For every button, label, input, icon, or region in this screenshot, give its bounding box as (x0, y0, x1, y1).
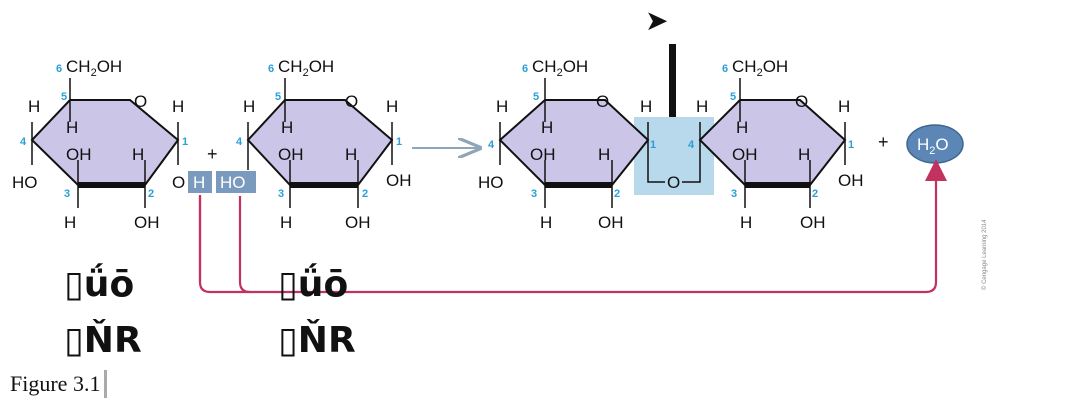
svg-text:3: 3 (64, 188, 70, 200)
svg-text:2: 2 (812, 188, 818, 200)
svg-text:O: O (134, 92, 147, 111)
svg-text:HO: HO (220, 173, 246, 192)
svg-text:H: H (132, 145, 144, 164)
svg-text:H: H (172, 97, 184, 116)
reactant-label-right-line2: ▯ŇR (278, 319, 356, 361)
svg-text:H: H (838, 97, 850, 116)
svg-text:OH: OH (66, 145, 92, 164)
top-arrow-glyph: ➤ (645, 4, 668, 37)
svg-text:CH2OH: CH2OH (532, 57, 588, 79)
svg-text:2: 2 (614, 188, 620, 200)
svg-text:H: H (193, 173, 205, 192)
svg-text:O: O (345, 92, 358, 111)
svg-text:H: H (64, 213, 76, 232)
svg-text:4: 4 (20, 136, 27, 148)
svg-text:5: 5 (730, 91, 736, 103)
glycosidic-bridge (647, 140, 665, 183)
plus-sign-2: + (878, 132, 889, 152)
reactant-label-right-line1: ▯ǘō (278, 263, 348, 305)
svg-text:6: 6 (522, 63, 528, 75)
svg-text:5: 5 (275, 91, 281, 103)
svg-text:4: 4 (236, 136, 243, 148)
svg-text:H: H (496, 97, 508, 116)
svg-text:H: H (243, 97, 255, 116)
plus-sign-1: + (207, 144, 218, 164)
svg-text:1: 1 (848, 139, 854, 151)
copyright-notice: © Cengage Learning 2014 (981, 219, 988, 290)
svg-text:OH: OH (598, 213, 624, 232)
svg-text:H: H (28, 97, 40, 116)
svg-text:1: 1 (182, 136, 188, 148)
svg-text:3: 3 (731, 188, 737, 200)
svg-text:O: O (795, 92, 808, 111)
glucose-left: 6 CH2OH 5 O H H H 1 4 OH H HO 3 2 H OH (12, 57, 188, 232)
svg-text:HO: HO (12, 173, 38, 192)
bond-marker-bar (669, 44, 676, 126)
svg-text:OH: OH (732, 145, 758, 164)
svg-text:1: 1 (396, 136, 402, 148)
svg-text:H: H (736, 118, 748, 137)
bridge-oxygen: O (667, 173, 680, 192)
svg-text:6: 6 (56, 63, 62, 75)
figure-caption: Figure 3.1 (10, 370, 108, 398)
svg-text:2: 2 (362, 188, 368, 200)
reacting-ho-box (216, 171, 256, 193)
svg-text:H: H (386, 97, 398, 116)
svg-text:5: 5 (533, 91, 539, 103)
svg-text:2: 2 (148, 188, 154, 200)
reactant-label-left-line2: ▯ŇR (64, 319, 142, 361)
svg-text:OH: OH (800, 213, 826, 232)
svg-text:3: 3 (531, 188, 537, 200)
svg-text:H: H (640, 97, 652, 116)
product-ring-right: 6 CH2OH 5 O H H H 1 4 OH H 3 2 OH H OH (688, 57, 864, 232)
reactant-label-left-line1: ▯ǘō (64, 263, 134, 305)
svg-text:H: H (540, 213, 552, 232)
svg-text:5: 5 (61, 91, 67, 103)
glucose-right-ring (246, 99, 394, 186)
svg-text:H: H (345, 145, 357, 164)
svg-text:OH: OH (134, 213, 160, 232)
glucose-left-ring (30, 99, 180, 186)
svg-text:H: H (696, 97, 708, 116)
svg-text:H: H (598, 145, 610, 164)
product-ring-left: 6 CH2OH 5 O H H H 1 4 OH H HO 3 2 H OH (478, 57, 656, 232)
svg-text:H: H (541, 118, 553, 137)
svg-text:4: 4 (488, 139, 495, 151)
svg-text:CH2OH: CH2OH (732, 57, 788, 79)
svg-text:OH: OH (838, 171, 864, 190)
svg-text:OH: OH (345, 213, 371, 232)
svg-text:H: H (66, 118, 78, 137)
svg-text:OH: OH (386, 171, 412, 190)
svg-text:H: H (798, 145, 810, 164)
water-label: H2O (917, 135, 949, 157)
svg-text:4: 4 (688, 139, 695, 151)
svg-text:6: 6 (722, 63, 728, 75)
svg-text:H: H (740, 213, 752, 232)
water-formation-arrow (198, 159, 947, 294)
svg-text:OH: OH (278, 145, 304, 164)
svg-text:O: O (596, 92, 609, 111)
reacting-oxygen: O (172, 173, 185, 192)
glucose-right: 6 CH2OH 5 O H H H 1 4 OH H 3 2 OH H OH (236, 57, 412, 232)
reacting-h-box (188, 171, 212, 193)
svg-text:H: H (281, 118, 293, 137)
svg-text:CH2OH: CH2OH (66, 57, 122, 79)
svg-text:3: 3 (278, 188, 284, 200)
svg-text:CH2OH: CH2OH (278, 57, 334, 79)
svg-text:H: H (280, 213, 292, 232)
svg-text:1: 1 (650, 139, 656, 151)
svg-text:HO: HO (478, 173, 504, 192)
svg-text:OH: OH (530, 145, 556, 164)
svg-text:6: 6 (268, 63, 274, 75)
